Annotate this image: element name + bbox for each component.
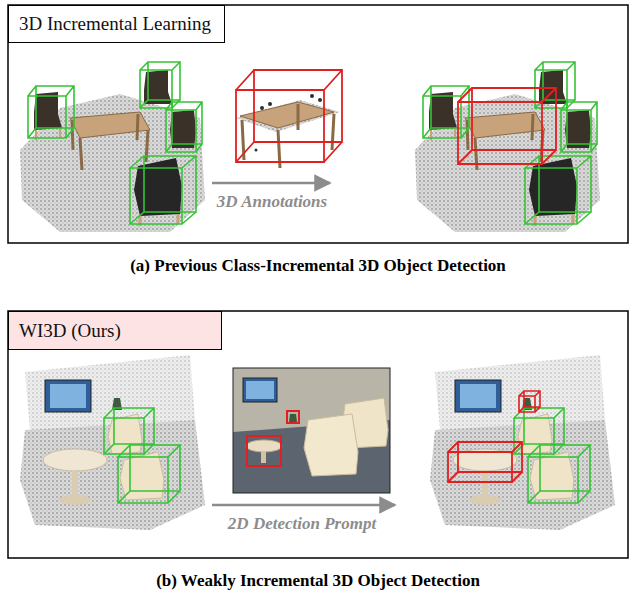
panel-frame xyxy=(8,5,628,243)
panel-frame xyxy=(8,311,628,558)
arrow xyxy=(212,182,330,185)
point-cloud-scene xyxy=(430,355,615,530)
arrow-label: 2D Detection Prompt xyxy=(226,514,378,534)
point-cloud-scene xyxy=(20,355,205,530)
header-text: 3D Incremental Learning xyxy=(19,13,211,35)
arrow xyxy=(212,504,395,507)
arrow-label: 3D Annotations xyxy=(215,192,329,212)
header-box: 3D Incremental Learning xyxy=(8,5,225,43)
point-cloud-table xyxy=(236,70,342,168)
point-cloud-scene xyxy=(415,62,600,232)
point-cloud-scene xyxy=(20,62,205,232)
photo xyxy=(233,368,390,493)
caption: (b) Weakly Incremental 3D Object Detecti… xyxy=(156,571,480,591)
caption: (a) Previous Class-Incremental 3D Object… xyxy=(130,256,506,276)
header-box: WI3D (Ours) xyxy=(8,311,222,350)
header-text: WI3D (Ours) xyxy=(19,320,121,342)
